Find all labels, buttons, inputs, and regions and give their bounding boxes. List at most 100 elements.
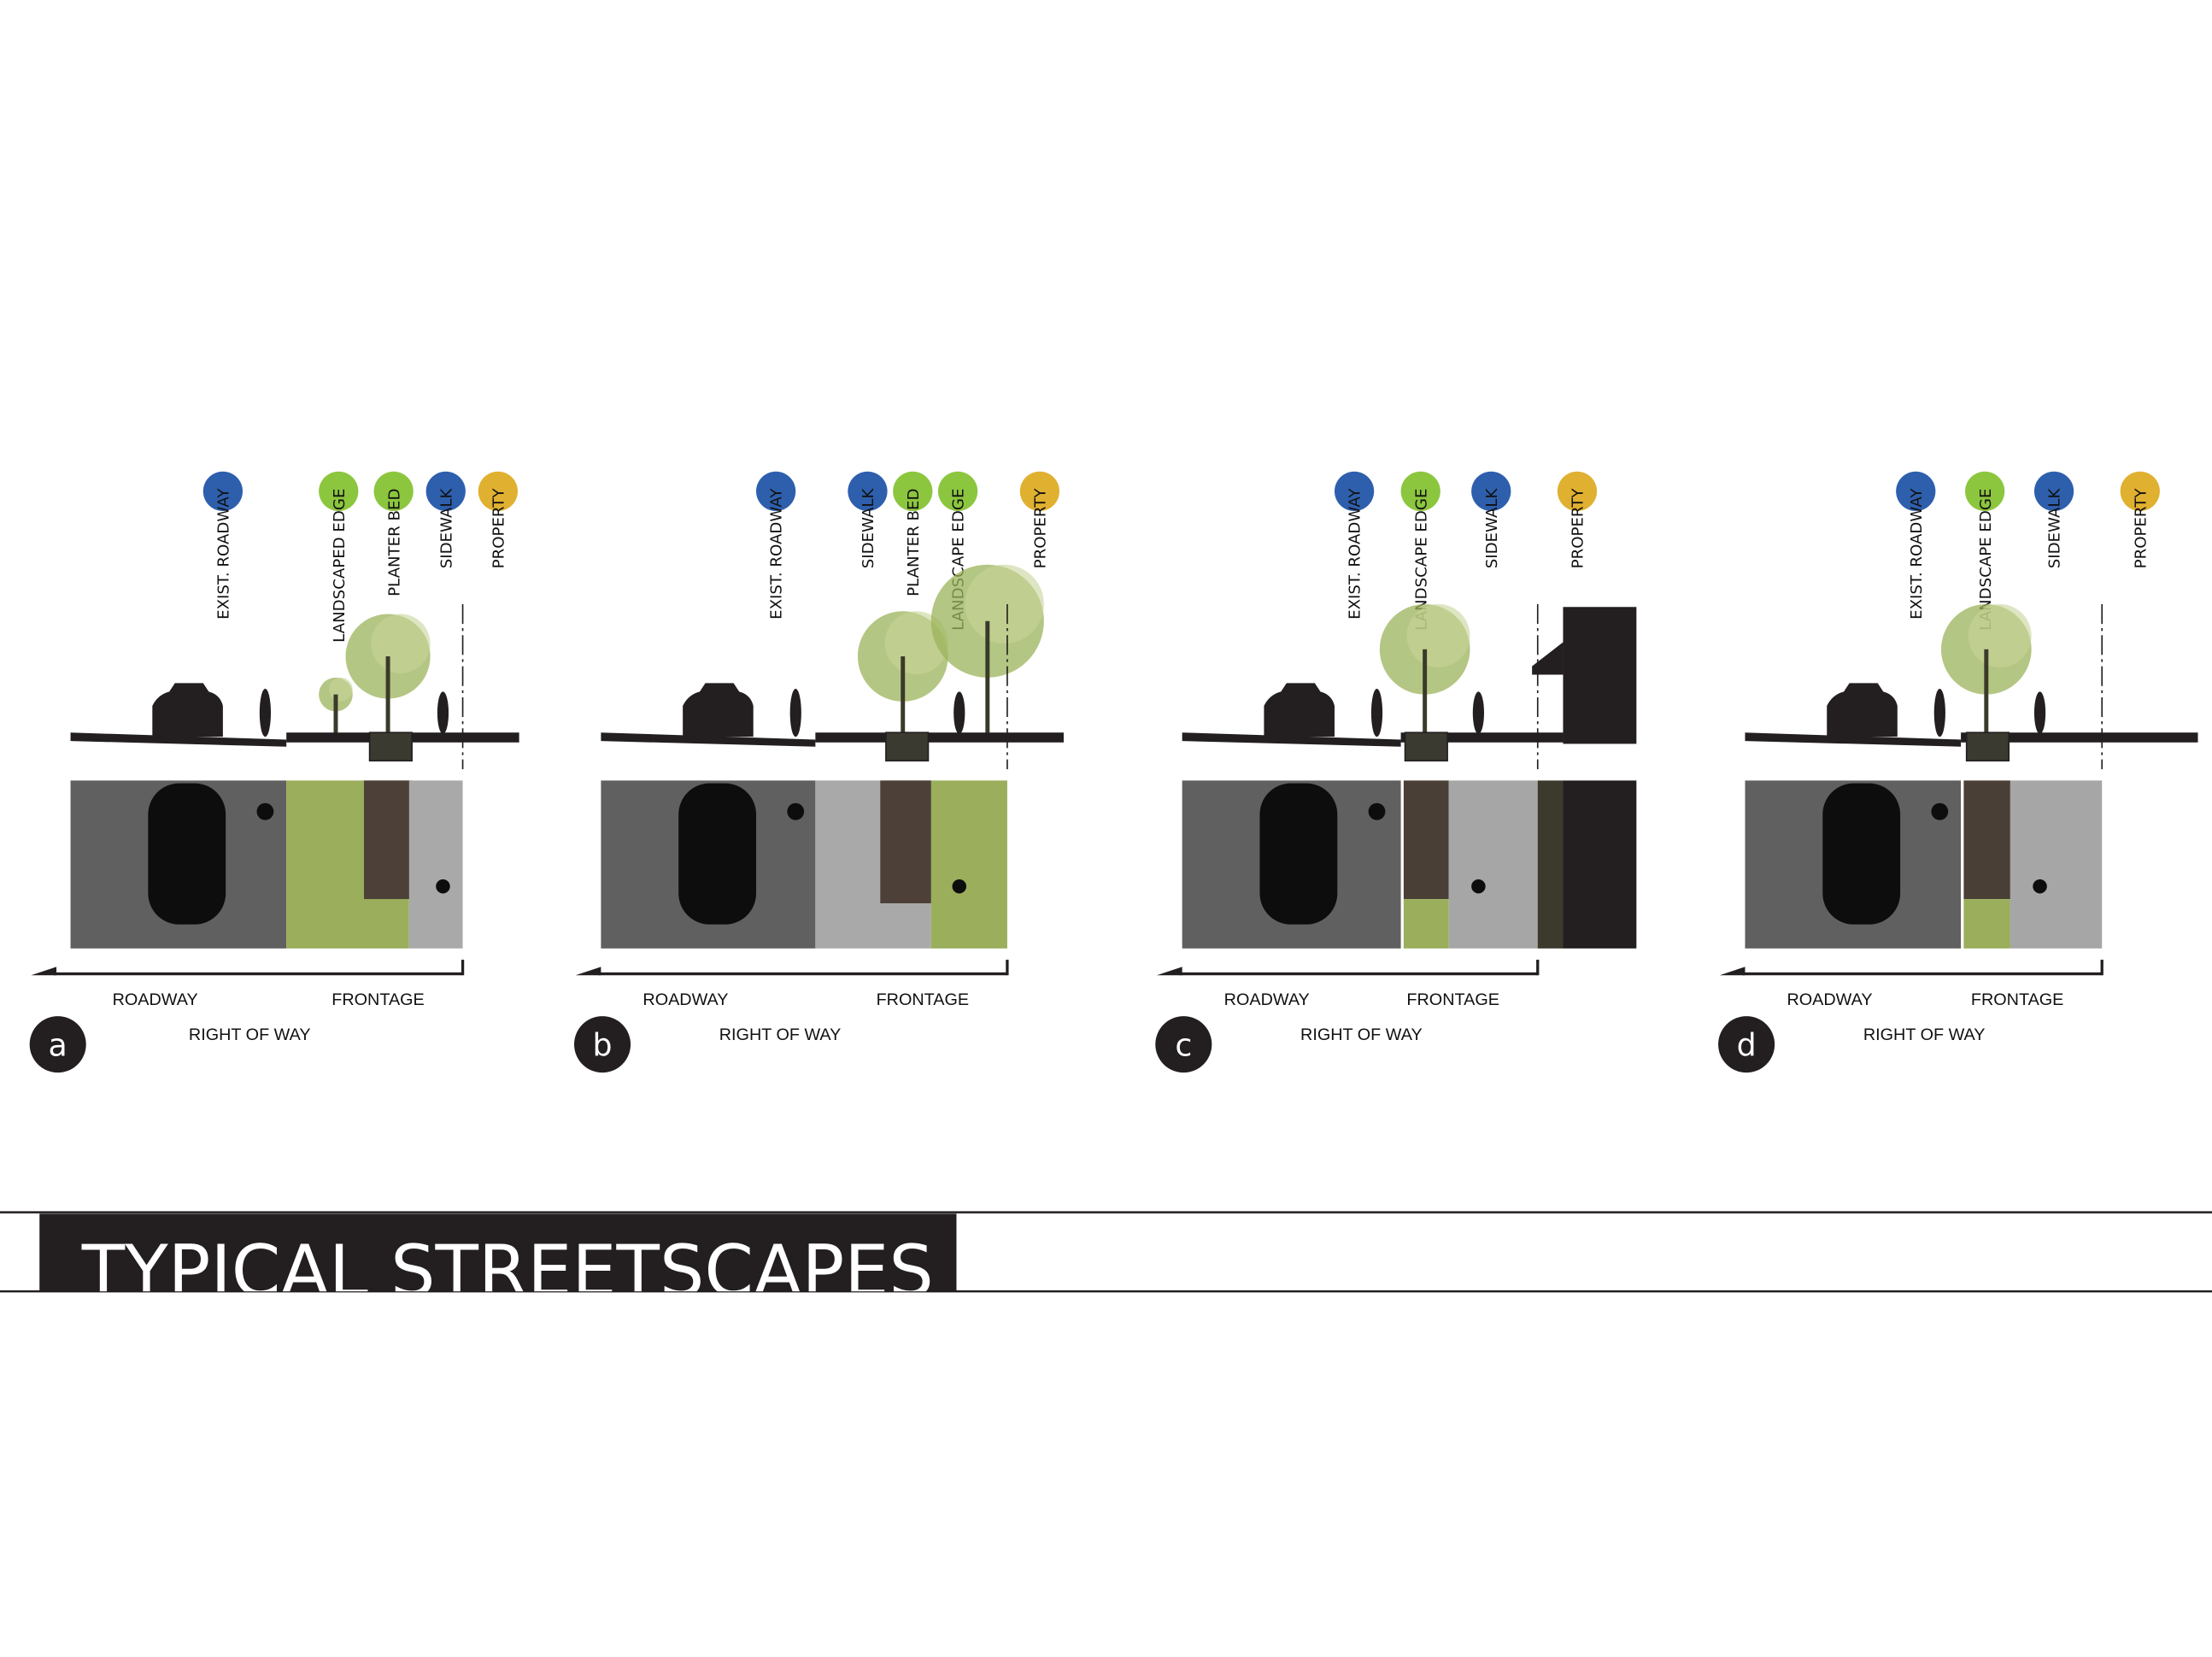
marker-label: PROPERTY bbox=[1570, 488, 1587, 569]
frontage-label: FRONTAGE bbox=[877, 990, 970, 1009]
marker-landscape-edge: LANDSCAPE EDGE bbox=[1965, 471, 2005, 631]
right-of-way-label: RIGHT OF WAY bbox=[1300, 1025, 1423, 1044]
marker-planter-bed: PLANTER BED bbox=[893, 471, 933, 596]
plan-zone bbox=[363, 780, 413, 900]
cyclist-icon bbox=[1933, 689, 1945, 737]
tree-trunk bbox=[901, 656, 906, 737]
pedestrian-icon bbox=[1472, 691, 1485, 734]
marker-label: EXIST. ROADWAY bbox=[1347, 488, 1364, 620]
marker-label: LANDSCAPE EDGE bbox=[1977, 489, 1995, 631]
cyclist-top-icon bbox=[256, 802, 274, 820]
marker-planter-bed: PLANTER BED bbox=[373, 471, 414, 596]
tree-icon bbox=[319, 677, 353, 737]
tree-icon bbox=[345, 614, 431, 737]
pedestrian-top-icon bbox=[2033, 878, 2047, 894]
roadway-label: ROADWAY bbox=[1787, 990, 1872, 1009]
marker-label: PLANTER BED bbox=[385, 489, 403, 596]
panel-c: EXIST. ROADWAY LANDSCAPE EDGE SIDEWALK PROP… bbox=[1155, 471, 1637, 1073]
tree-trunk bbox=[385, 656, 390, 737]
tree-icon bbox=[1379, 603, 1470, 737]
marker-sidewalk: SIDEWALK bbox=[425, 471, 466, 568]
car-top-icon bbox=[678, 783, 757, 925]
panel-letter-badge bbox=[1718, 1016, 1775, 1073]
tree-canopy-highlight bbox=[329, 677, 353, 702]
building-silhouette bbox=[1563, 607, 1637, 744]
tree-canopy-highlight bbox=[1968, 603, 2032, 667]
plan-zone bbox=[2010, 780, 2103, 949]
right-of-way-label: RIGHT OF WAY bbox=[719, 1025, 842, 1044]
planter-section bbox=[1965, 732, 2010, 762]
cyclist-icon bbox=[259, 689, 272, 737]
arrow-head-icon bbox=[575, 967, 601, 976]
marker-dot bbox=[2120, 471, 2160, 511]
marker-landscaped-edge: LANDSCAPED EDGE bbox=[319, 471, 359, 643]
roadway-section bbox=[1745, 732, 1962, 747]
panel-a: EXIST. ROADWAY LANDSCAPED EDGE PLANTER BED… bbox=[29, 471, 519, 1073]
marker-sidewalk: SIDEWALK bbox=[1471, 471, 1511, 568]
pedestrian-top-icon bbox=[952, 878, 967, 894]
frontage-label: FRONTAGE bbox=[1406, 990, 1499, 1009]
sidewalk-section bbox=[1400, 732, 1564, 743]
marker-label: PROPERTY bbox=[1032, 488, 1050, 569]
roadway-label: ROADWAY bbox=[113, 990, 198, 1009]
plan-zone bbox=[408, 780, 463, 949]
marker-dot bbox=[1557, 471, 1598, 511]
car-silhouette-icon bbox=[1827, 683, 1898, 737]
tree-trunk bbox=[1984, 649, 1989, 737]
marker-property: PROPERTY bbox=[1557, 471, 1598, 569]
marker-dot bbox=[1400, 471, 1440, 511]
marker-sidewalk: SIDEWALK bbox=[2033, 471, 2074, 568]
planter-section bbox=[1404, 732, 1448, 762]
title-band: TYPICAL STREETSCAPES bbox=[0, 1211, 2212, 1313]
right-of-way-label: RIGHT OF WAY bbox=[1863, 1025, 1986, 1044]
right-of-way-label: RIGHT OF WAY bbox=[189, 1025, 311, 1044]
marker-dot bbox=[1471, 471, 1511, 511]
pedestrian-top-icon bbox=[1471, 878, 1486, 894]
title-box bbox=[39, 1213, 957, 1292]
tree-canopy-highlight bbox=[965, 564, 1044, 644]
marker-property: PROPERTY bbox=[2120, 471, 2160, 568]
marker-label: SIDEWALK bbox=[2046, 487, 2064, 568]
sidewalk-section bbox=[1961, 732, 2198, 743]
plan-zone bbox=[1537, 780, 1564, 949]
roadway-label: ROADWAY bbox=[642, 990, 728, 1009]
cyclist-top-icon bbox=[1368, 802, 1386, 820]
tree-icon bbox=[1940, 603, 2032, 737]
marker-dot bbox=[756, 471, 796, 511]
plan-zone bbox=[1403, 780, 1449, 900]
roadway-section bbox=[601, 732, 816, 747]
marker-sidewalk: SIDEWALK bbox=[848, 471, 888, 568]
marker-label: SIDEWALK bbox=[860, 487, 877, 568]
marker-dot bbox=[1896, 471, 1936, 511]
page-title: TYPICAL STREETSCAPES bbox=[81, 1231, 934, 1313]
marker-dot bbox=[478, 471, 518, 511]
marker-exist-roadway: EXIST. ROADWAY bbox=[1334, 471, 1375, 620]
car-silhouette-icon bbox=[1264, 683, 1335, 737]
tree-canopy-highlight bbox=[371, 614, 431, 673]
panel-letter: d bbox=[1737, 1026, 1757, 1063]
arrow-head-icon bbox=[1719, 967, 1746, 976]
marker-dot bbox=[1965, 471, 2005, 511]
car-top-icon bbox=[1259, 783, 1338, 925]
panel-letter-badge bbox=[29, 1016, 86, 1073]
roadway-section bbox=[70, 732, 287, 747]
panel-letter: c bbox=[1175, 1026, 1192, 1063]
marker-label: EXIST. ROADWAY bbox=[214, 488, 232, 620]
frontage-label: FRONTAGE bbox=[332, 990, 425, 1009]
plan-zone bbox=[880, 780, 931, 904]
cyclist-icon bbox=[789, 689, 801, 737]
cyclist-top-icon bbox=[787, 802, 805, 820]
tree-canopy-highlight bbox=[1406, 603, 1470, 667]
pedestrian-icon bbox=[2033, 691, 2046, 734]
marker-dot bbox=[1019, 471, 1060, 511]
roadway-section bbox=[1182, 732, 1401, 747]
marker-label: PROPERTY bbox=[490, 488, 508, 569]
car-top-icon bbox=[1822, 783, 1901, 925]
marker-exist-roadway: EXIST. ROADWAY bbox=[202, 471, 243, 620]
marker-label: SIDEWALK bbox=[437, 487, 455, 568]
marker-landscape-edge: LANDSCAPE EDGE bbox=[1400, 471, 1440, 631]
roadway-label: ROADWAY bbox=[1224, 990, 1310, 1009]
marker-dot bbox=[1334, 471, 1375, 511]
marker-label: PLANTER BED bbox=[905, 489, 923, 596]
